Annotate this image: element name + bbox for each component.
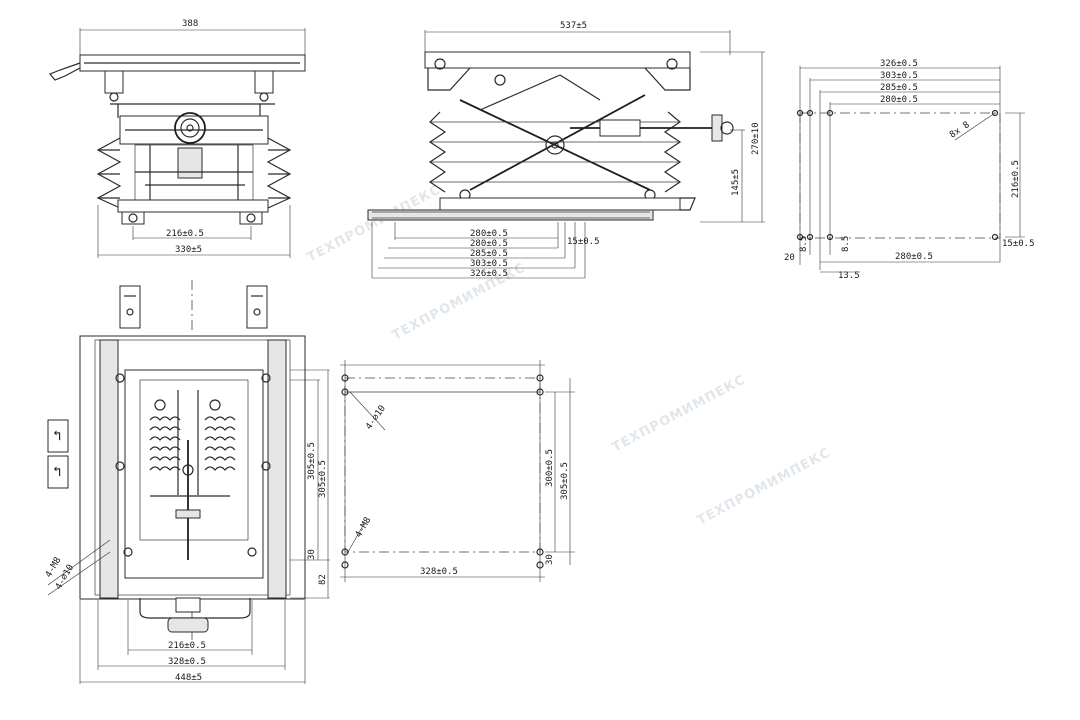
hpt-width-1: 326±0.5 [880,59,918,69]
hpt-depth-label: 216±0.5 [1011,160,1021,198]
hpb-offset: 30 [545,554,555,565]
hpb-thread-label: 4-M8 [354,516,374,540]
plan-len-b: 305±0.5 [318,460,328,498]
plan-view: ↰ ↰ 4-M8 4-⌀10 305±0.5 305±0.5 30 82 216… [44,280,330,684]
hole-plan-top: 326±0.5 303±0.5 285±0.5 280±0.5 8x 8 216… [784,59,1035,281]
plan-len-c: 30 [307,549,317,560]
side-min-height-label: 145±5 [731,169,741,196]
side-total-height-label: 270±10 [751,122,761,155]
watermark-text-1: ТЕХПРОМИМПЕКС [305,182,444,265]
plan-len-a: 305±0.5 [307,442,317,480]
plan-glyph-1: ↰ [53,428,61,444]
side-rail-dim-5: 326±0.5 [470,269,508,279]
hole-plan-bottom: 4-⌀10 4-M8 300±0.5 305±0.5 30 328±0.5 [340,360,575,582]
watermark-text-4: ТЕХПРОМИМПЕКС [695,445,834,528]
hpt-off-a-label: 8.5 [799,236,809,252]
hpb-height-b: 305±0.5 [560,462,570,500]
hpt-width-2: 303±0.5 [880,71,918,81]
hpt-slot-label: 8x 8 [948,120,972,140]
side-rail-dim-2: 280±0.5 [470,239,508,249]
hpb-hole-label: 4-⌀10 [364,404,388,432]
side-offset-label: 15±0.5 [567,237,600,247]
hpb-height-a: 300±0.5 [545,449,555,487]
side-rail-dim-3: 285±0.5 [470,249,508,259]
hpt-off-b-label: 20 [784,253,795,263]
front-view: 388 [49,19,306,258]
hpt-bottom-width-label: 280±0.5 [895,252,933,262]
side-top-length-label: 537±5 [560,21,587,31]
side-rail-dim-4: 303±0.5 [470,259,508,269]
side-view: 537±5 [367,21,765,279]
hpt-width-3: 285±0.5 [880,83,918,93]
front-base-width-label: 330±5 [175,245,202,255]
plan-len-d: 82 [318,574,328,585]
plan-w-total: 448±5 [175,673,202,683]
hpt-off-right-label: 15±0.5 [1002,239,1035,249]
watermark-text-3: ТЕХПРОМИМПЕКС [610,372,749,455]
hpt-off-c-label: 8.5 [841,236,851,252]
hpt-width-4: 280±0.5 [880,95,918,105]
plan-glyph-2: ↰ [53,464,61,480]
plan-w-inner: 216±0.5 [168,641,206,651]
side-rail-dim-1: 280±0.5 [470,229,508,239]
plan-w-mid: 328±0.5 [168,657,206,667]
front-top-width-label: 388 [182,19,198,29]
front-rail-spacing-label: 216±0.5 [166,229,204,239]
hpt-off-d-label: 13.5 [838,271,860,281]
hpb-width: 328±0.5 [420,567,458,577]
